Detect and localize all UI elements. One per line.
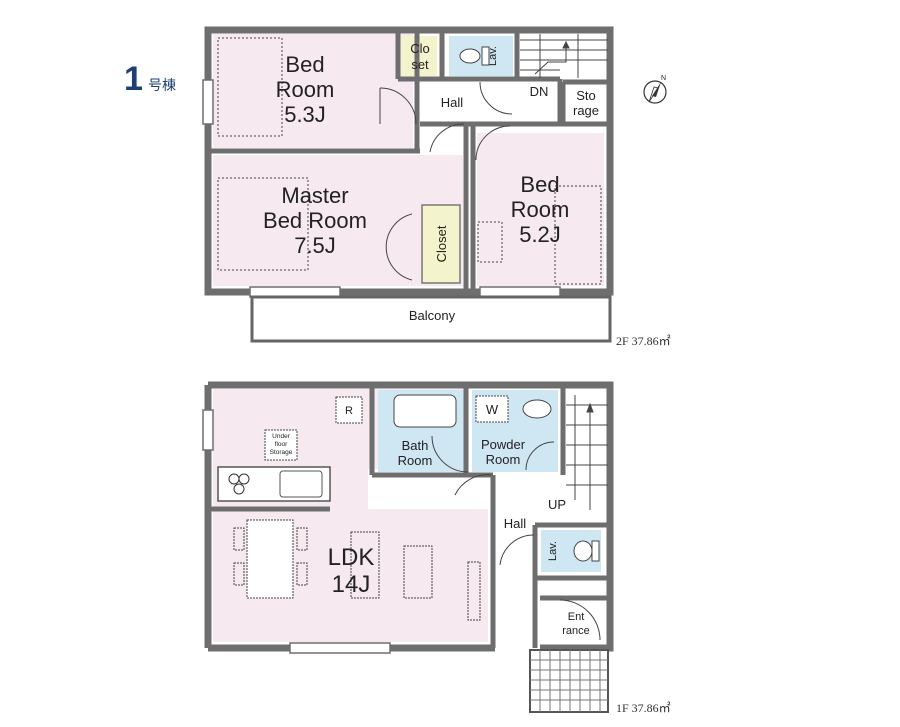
floor1-area: 1F 37.86㎡ [616,701,671,715]
kitchen-counter [217,466,331,502]
toilet-1f-icon [573,540,600,562]
bed-room-a-area: 5.3J [284,102,326,127]
floor-1f: LDK 14J R Under floor Storage Bath Room … [202,381,671,715]
stairs-2f [520,34,608,78]
under-floor-line2: floor [275,441,288,448]
ldk-area: 14J [332,571,371,598]
entrance-line2: rance [562,625,590,637]
compass-north-label: N [661,75,666,82]
hall-1f-label: Hall [504,516,527,531]
bed-room-b-area: 5.2J [519,222,561,247]
master-line2: Bed Room [263,208,367,233]
windows-2f [202,79,561,298]
building-suffix: 号棟 [148,77,176,93]
building-number: 1 [124,60,143,98]
washer-label: W [486,402,499,417]
refrigerator-icon [335,396,363,424]
hall-2f-label: Hall [441,95,464,110]
balcony-label: Balcony [409,308,456,323]
washer-icon [475,395,509,423]
closet-small-line2: set [411,57,429,72]
refrigerator-label: R [345,405,353,417]
lav-2f-fill [449,36,513,76]
toilet-2f-icon [459,46,490,66]
closet-fill [421,204,461,284]
bathtub-icon [393,394,457,428]
lav-2f-label: Lav. [487,46,499,66]
storage-line2: rage [573,103,599,118]
floor2-area: 2F 37.86㎡ [616,334,671,348]
bed-room-a-line1: Bed [285,52,324,77]
door-swings-2f [379,81,513,281]
bath-line1: Bath [402,438,429,453]
entrance-step [529,649,609,713]
closet-label: Closet [434,225,449,262]
under-floor-line3: Storage [270,449,293,456]
stairs-1f [566,395,608,510]
dn-label: DN [530,84,549,99]
furniture-2f [217,37,602,285]
powder-line2: Room [486,452,521,467]
entrance-line1: Ent [568,611,585,623]
closet-small-line1: Clo [410,41,430,56]
under-floor-storage-icon [264,429,298,461]
building-label: 1 号棟 [124,60,176,98]
storage-line1: Sto [576,88,596,103]
master-line1: Master [281,183,348,208]
under-floor-line1: Under [272,433,291,440]
windows-1f [202,409,391,654]
outer-wall-2f [204,26,614,296]
ldk-line1: LDK [328,544,375,571]
powder-line1: Powder [481,437,526,452]
dining-set [233,519,481,621]
balcony [250,295,612,343]
outer-wall-1f [208,381,614,652]
bed-room-a-line2: Room [276,77,335,102]
bed-room-b-line1: Bed [520,172,559,197]
sink-icon [522,399,552,419]
floor-2f: Bed Room 5.3J Master Bed Room 7.5J Bed R… [202,26,671,348]
up-label: UP [548,497,566,512]
master-area: 7.5J [294,233,336,258]
bath-line2: Room [398,453,433,468]
door-swings-1f [431,435,601,641]
lav-1f-label: Lav. [547,541,559,561]
bed-room-b-line2: Room [511,197,570,222]
compass-icon: N [643,75,667,104]
bed-room-5-2-fill [477,133,604,286]
